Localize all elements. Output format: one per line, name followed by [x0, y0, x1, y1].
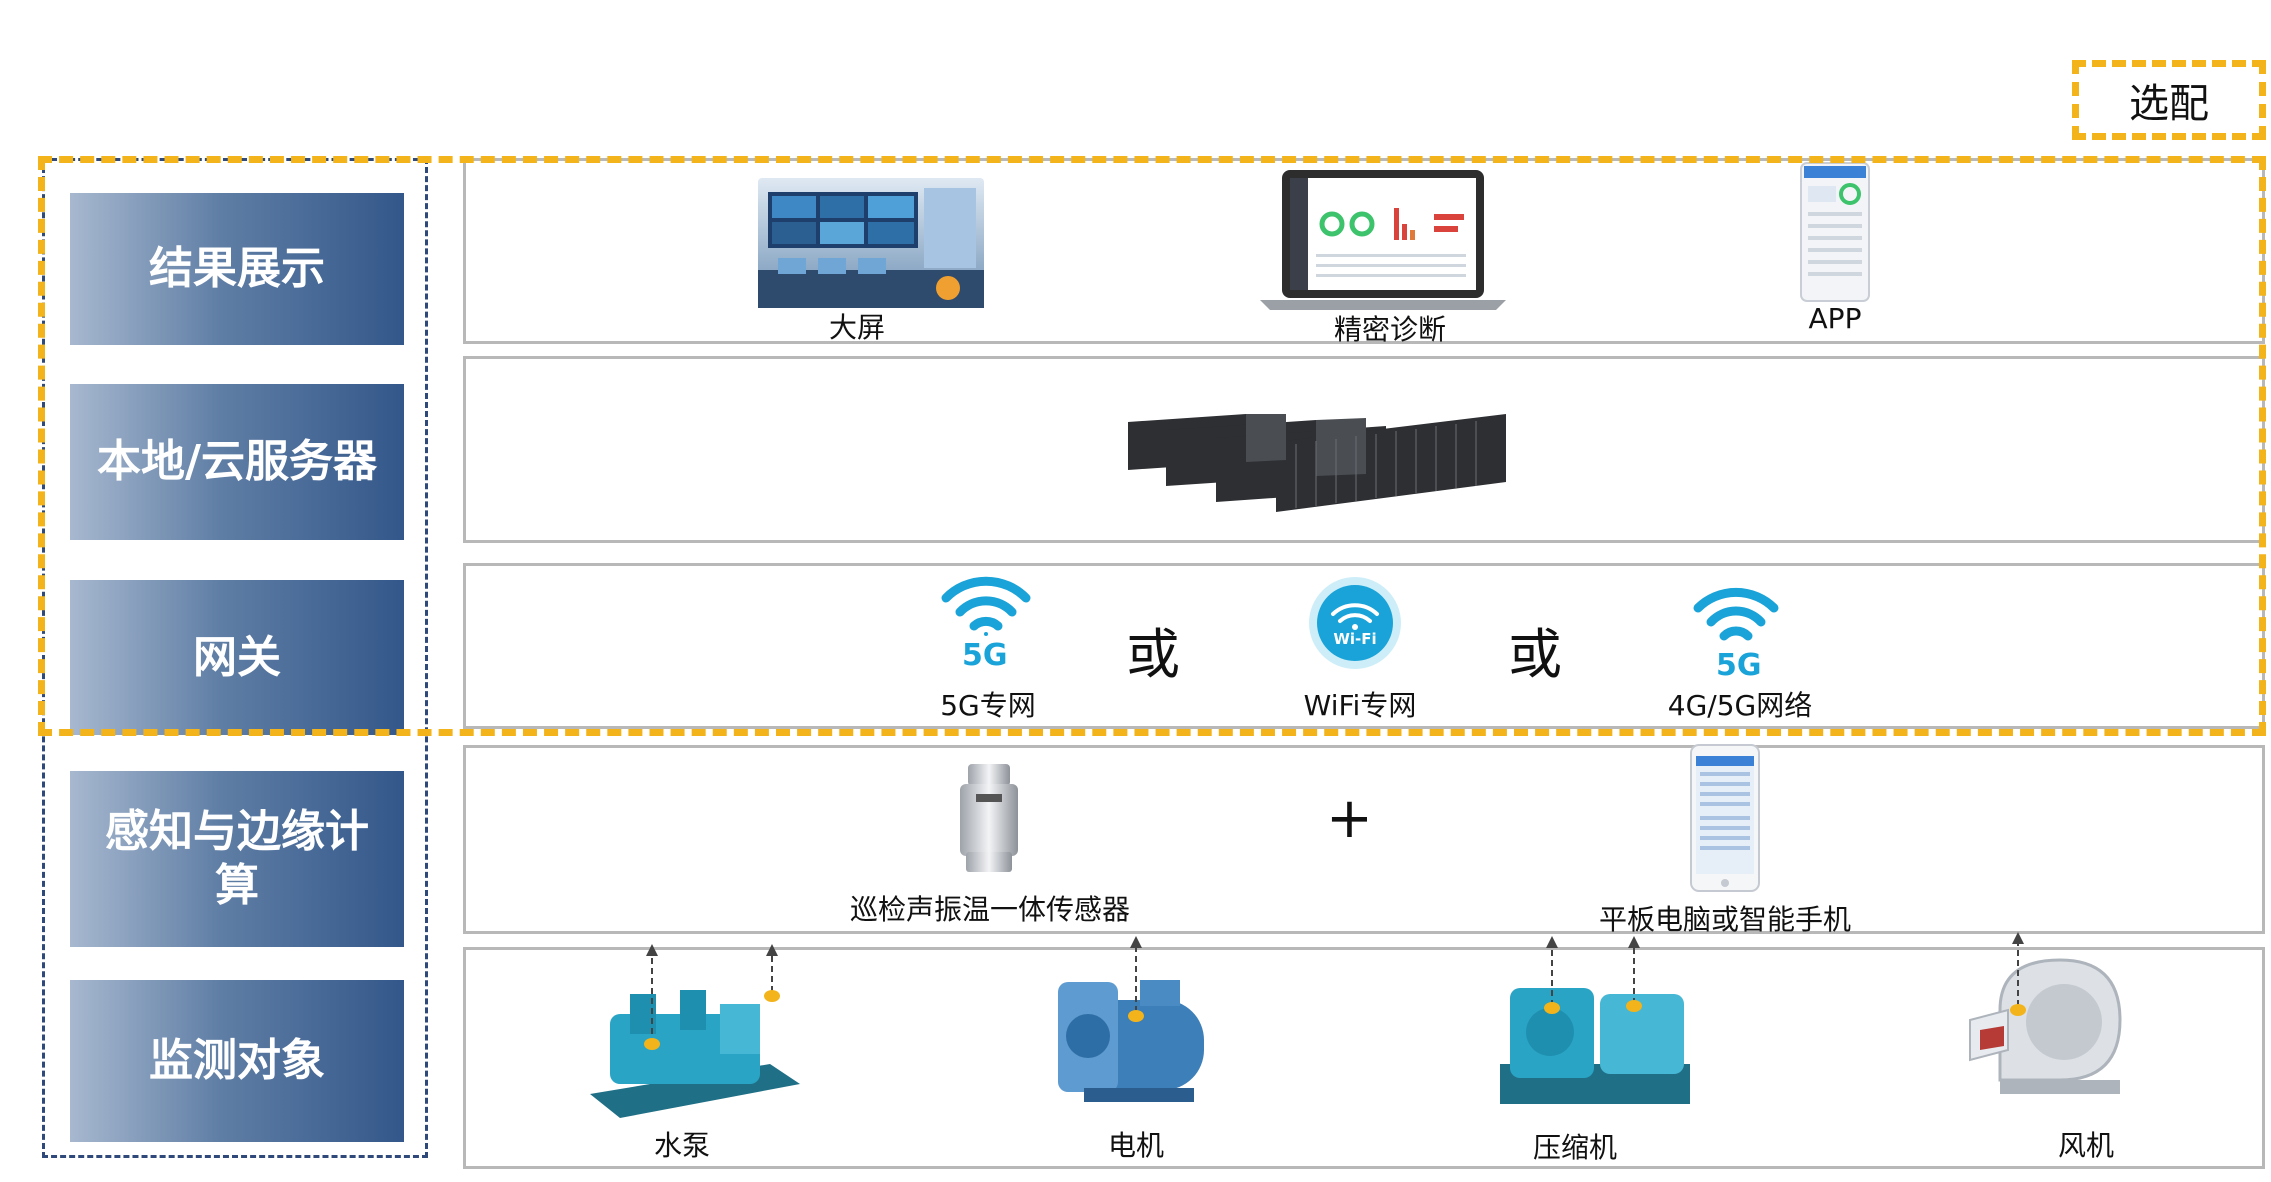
wifi-badge: 5G [1716, 648, 1762, 683]
or-separator: 或 [1508, 623, 1562, 686]
sensing-item-label: 巡检声振温一体传感器 [849, 893, 1130, 926]
phone-app-image [1800, 162, 1870, 302]
layer-monitored-objects: 监测对象 [70, 980, 404, 1142]
gateway-item-label: WiFi专网 [1303, 689, 1417, 722]
wifi-badge: Wi-Fi [1333, 630, 1377, 648]
display-item-label: 精密诊断 [1333, 313, 1446, 346]
object-item-label: 压缩机 [1532, 1131, 1617, 1164]
big-screen-image [758, 178, 984, 308]
wifi-badge: 5G [962, 638, 1008, 673]
wifi-5g-icon [1692, 586, 1780, 646]
layer-server: 本地/云服务器 [70, 384, 404, 540]
sensor-image [954, 764, 1024, 874]
optional-frame [38, 156, 2266, 736]
display-item-label: APP [1808, 302, 1862, 335]
gateway-item-label: 5G专网 [940, 689, 1036, 722]
wifi-5g-icon [940, 576, 1032, 636]
layer-result-display: 结果展示 [70, 193, 404, 345]
layer-label: 结果展示 [149, 243, 325, 294]
layer-sensing: 感知与边缘计算 [70, 771, 404, 947]
tablet-image [1690, 744, 1760, 892]
optional-tag: 选配 [2072, 60, 2266, 140]
object-item-label: 风机 [2057, 1129, 2114, 1162]
layer-label: 本地/云服务器 [96, 436, 378, 487]
layer-label: 监测对象 [149, 1035, 325, 1086]
row-sensing [463, 745, 2265, 934]
gateway-item-label: 4G/5G网络 [1667, 689, 1813, 722]
motor-image [1044, 932, 1244, 1112]
display-item-label: 大屏 [828, 311, 885, 344]
object-item-label: 水泵 [653, 1129, 710, 1162]
layer-gateway: 网关 [70, 580, 404, 735]
layer-label: 感知与边缘计算 [105, 806, 369, 911]
water-pump-image [570, 944, 810, 1120]
layer-label: 网关 [193, 631, 281, 683]
fan-image [1960, 930, 2140, 1100]
or-separator: 或 [1126, 623, 1180, 686]
wifi-circle-icon [1308, 576, 1402, 670]
plus-operator: + [1326, 786, 1373, 851]
server-racks-image [1126, 404, 1510, 514]
sensing-item-label: 平板电脑或智能手机 [1598, 903, 1851, 936]
object-item-label: 电机 [1107, 1129, 1164, 1162]
laptop-dashboard-image [1260, 168, 1506, 310]
compressor-image [1490, 934, 1700, 1114]
row-objects [463, 947, 2265, 1169]
